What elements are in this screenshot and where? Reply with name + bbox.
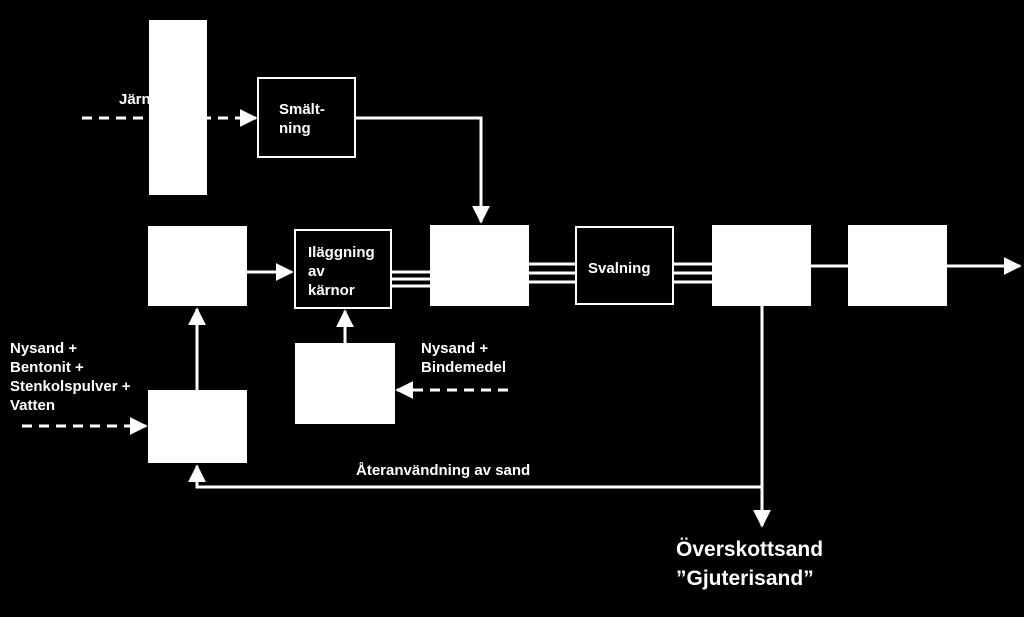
box-core-making (295, 343, 395, 424)
label-smelting: Smält- ning (279, 101, 325, 137)
arrow-smelting-to-casting (355, 116, 490, 224)
box-casting (430, 225, 529, 306)
triple-connectors (391, 262, 712, 288)
label-excess-sand-title: Överskottsand (676, 538, 824, 561)
box-finishing (848, 225, 947, 306)
label-iron-input: Järn (119, 91, 151, 108)
box-shakeout (712, 225, 811, 306)
label-core-setting: Iläggning av kärnor (308, 244, 375, 299)
label-cooling: Svalning (588, 260, 651, 277)
label-core-sand-inputs: Nysand + Bindemedel (421, 340, 507, 376)
box-molding (148, 226, 247, 306)
label-excess-sand-subtitle: ”Gjuterisand” (676, 567, 814, 590)
label-sand-reuse: Återanvändning av sand (356, 462, 531, 479)
label-green-sand-inputs: Nysand + Bentonit + Stenkolspulver + Vat… (10, 340, 131, 414)
box-top-left-tall (149, 20, 207, 195)
box-sand-prep (148, 390, 247, 463)
arrow-sand-reuse (188, 464, 762, 489)
box-smelting (257, 77, 356, 158)
box-cooling (575, 226, 674, 305)
box-core-setting (294, 229, 392, 309)
